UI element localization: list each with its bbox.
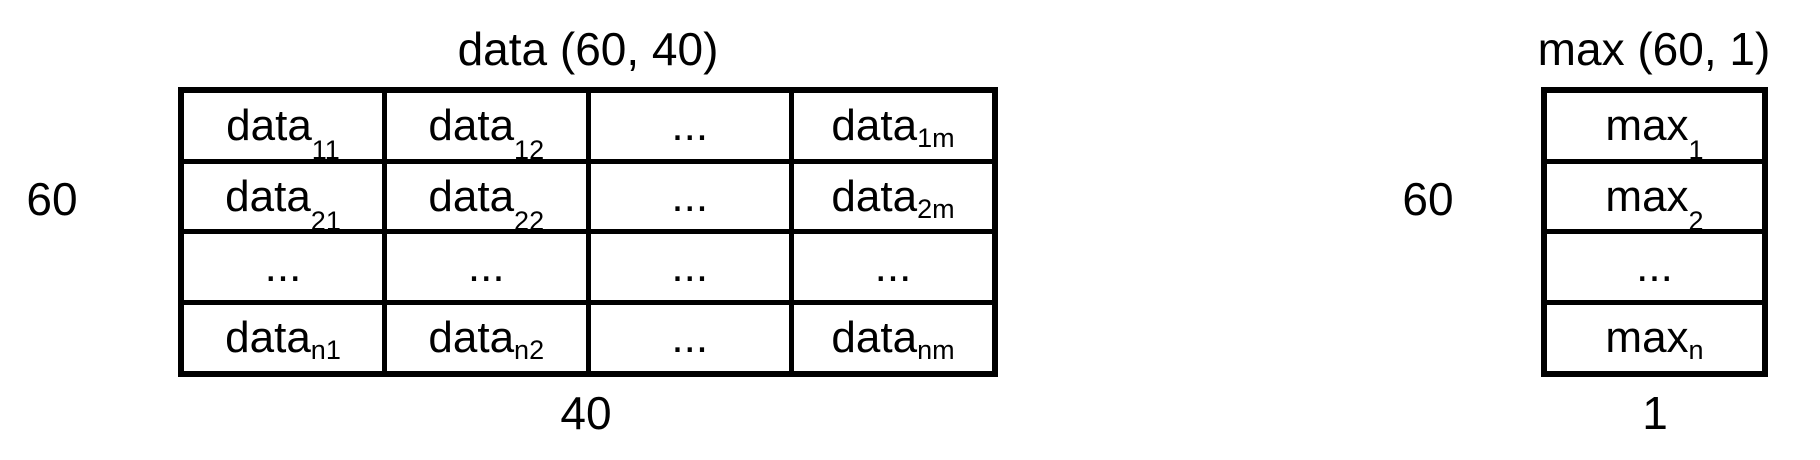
cell-base: ... bbox=[671, 313, 709, 363]
matrix-cell: data22 bbox=[382, 158, 591, 235]
cell-base: data bbox=[225, 313, 311, 363]
left-matrix-table: data11 data12 ... data1m data21 data22 .… bbox=[178, 87, 998, 377]
matrix-cell: ... bbox=[382, 229, 591, 306]
matrix-row: maxn bbox=[1541, 300, 1768, 377]
cell-base: ... bbox=[671, 171, 709, 221]
cell-base: ... bbox=[1636, 242, 1673, 292]
cell-subscript: 1 bbox=[1688, 134, 1704, 165]
cell-base: data bbox=[225, 171, 311, 221]
cell-subscript: 2m bbox=[917, 193, 955, 224]
cell-base: ... bbox=[264, 242, 302, 292]
matrix-row: max1 bbox=[1541, 87, 1768, 164]
right-matrix-title: max (60, 1) bbox=[1537, 23, 1771, 75]
matrix-row: data21 data22 ... data2m bbox=[178, 158, 998, 235]
cell-subscript: 22 bbox=[514, 205, 545, 236]
matrix-cell: data1m bbox=[789, 87, 998, 164]
cell-subscript: 2 bbox=[1688, 205, 1704, 236]
cell-base: data bbox=[428, 171, 515, 221]
matrix-cell: data2m bbox=[789, 158, 998, 235]
matrix-cell: ... bbox=[585, 87, 794, 164]
cell-subscript: n bbox=[1688, 335, 1704, 366]
cell-base: data bbox=[831, 313, 918, 363]
cell-subscript: 12 bbox=[514, 134, 545, 165]
matrix-cell: datan2 bbox=[382, 300, 591, 377]
matrix-row: data11 data12 ... data1m bbox=[178, 87, 998, 164]
cell-base: max bbox=[1605, 313, 1689, 363]
right-matrix-cols-label: 1 bbox=[1642, 387, 1668, 439]
matrix-cell: ... bbox=[1541, 229, 1768, 306]
matrix-row: ... bbox=[1541, 229, 1768, 306]
cell-base: ... bbox=[874, 242, 912, 292]
cell-base: data bbox=[831, 171, 918, 221]
matrix-row: datan1 datan2 ... datanm bbox=[178, 300, 998, 377]
left-matrix-cols-label: 40 bbox=[560, 387, 612, 439]
matrix-cell: max2 bbox=[1541, 158, 1768, 235]
cell-base: ... bbox=[671, 100, 709, 150]
cell-base: ... bbox=[671, 242, 709, 292]
matrix-cell: ... bbox=[789, 229, 998, 306]
cell-base: data bbox=[831, 100, 918, 150]
cell-base: data bbox=[226, 100, 312, 150]
left-matrix-rows-label: 60 bbox=[26, 173, 78, 225]
matrix-cell: datan1 bbox=[178, 300, 387, 377]
cell-subscript: 21 bbox=[310, 205, 341, 236]
matrix-row: max2 bbox=[1541, 158, 1768, 235]
matrix-cell: data11 bbox=[178, 87, 387, 164]
cell-base: data bbox=[428, 313, 515, 363]
matrix-cell: ... bbox=[178, 229, 387, 306]
cell-base: data bbox=[428, 100, 515, 150]
matrix-cell: ... bbox=[585, 300, 794, 377]
matrix-cell: maxn bbox=[1541, 300, 1768, 377]
matrix-row: ... ... ... ... bbox=[178, 229, 998, 306]
cell-subscript: 11 bbox=[311, 134, 340, 165]
cell-subscript: 1m bbox=[917, 122, 955, 153]
matrix-cell: data21 bbox=[178, 158, 387, 235]
matrix-cell: datanm bbox=[789, 300, 998, 377]
matrix-cell: data12 bbox=[382, 87, 591, 164]
matrix-cell: ... bbox=[585, 158, 794, 235]
cell-base: max bbox=[1605, 171, 1689, 221]
matrix-cell: max1 bbox=[1541, 87, 1768, 164]
right-matrix-rows-label: 60 bbox=[1402, 173, 1454, 225]
cell-base: ... bbox=[467, 242, 505, 292]
cell-base: max bbox=[1605, 100, 1689, 150]
cell-subscript: n2 bbox=[514, 335, 545, 366]
cell-subscript: n1 bbox=[310, 335, 341, 366]
right-matrix-table: max1 max2 ... maxn bbox=[1541, 87, 1768, 377]
matrix-cell: ... bbox=[585, 229, 794, 306]
cell-subscript: nm bbox=[917, 335, 955, 366]
left-matrix-title: data (60, 40) bbox=[457, 23, 719, 75]
